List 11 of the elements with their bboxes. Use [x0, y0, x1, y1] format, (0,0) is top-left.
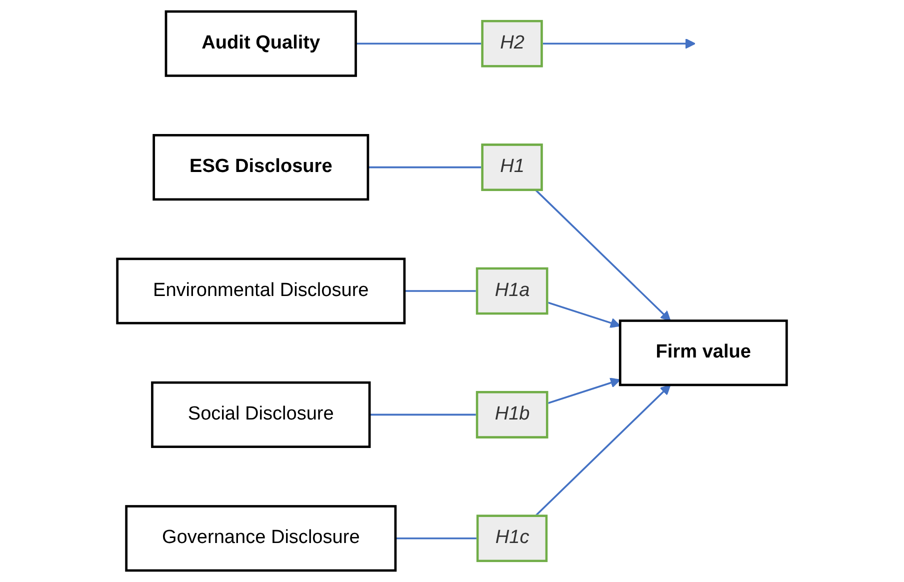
- edge-label: H1a: [494, 280, 530, 301]
- edge-label: H2: [500, 32, 524, 54]
- node-box: Social Disclosure: [151, 381, 371, 448]
- node-box: Governance Disclosure: [125, 505, 397, 572]
- node-box: Firm value: [618, 320, 788, 386]
- node-box: Audit Quality: [164, 10, 357, 77]
- node-box: ESG Disclosure: [152, 134, 370, 201]
- edge-label: H1: [500, 156, 524, 177]
- edge-label: H1c: [495, 528, 530, 548]
- edge-label: H1b: [494, 404, 530, 424]
- node-box: Environmental Disclosure: [116, 258, 406, 324]
